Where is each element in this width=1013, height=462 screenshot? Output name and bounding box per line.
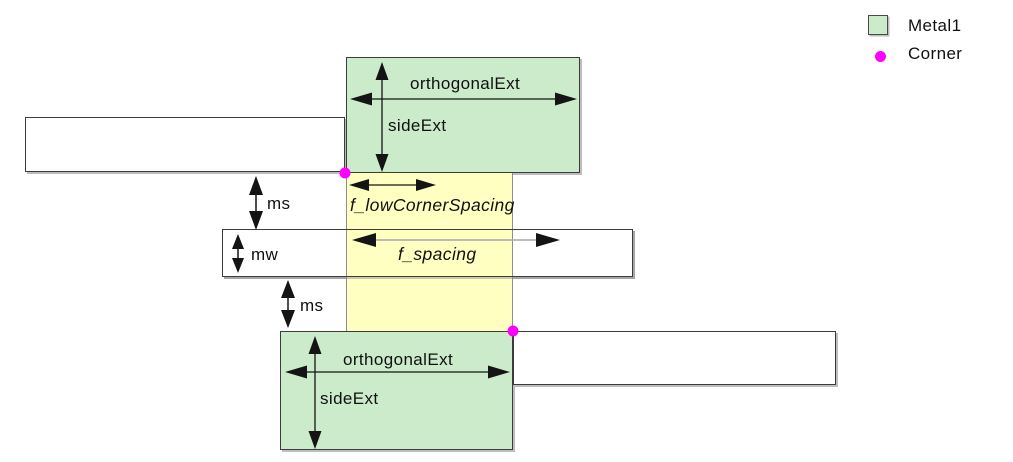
metal1-swatch-icon [868,15,888,35]
lower-right-wire-outline [513,331,836,385]
upper-ms-arrow [249,176,263,230]
upper-left-wire-outline [25,117,345,172]
bottom-metal1-rect [280,331,513,450]
f-low-corner-spacing-label: f_lowCornerSpacing [350,195,515,215]
lower-ms-arrow [281,280,295,328]
bottom-side-ext-label: sideExt [320,389,379,408]
bottom-orthogonal-ext-label: orthogonalExt [343,350,454,369]
top-side-ext-label: sideExt [388,116,447,135]
spacing-band [346,173,513,331]
top-orthogonal-ext-label: orthogonalExt [410,74,521,93]
mw-label: mw [251,245,279,264]
middle-wire-outline-border [222,229,633,277]
upper-ms-label: ms [267,194,291,213]
corner-dot-icon [875,51,886,62]
lower-ms-label: ms [300,296,324,315]
legend-corner-label: Corner [908,44,963,63]
f-spacing-label: f_spacing [398,244,477,264]
legend-metal1-label: Metal1 [908,16,962,35]
